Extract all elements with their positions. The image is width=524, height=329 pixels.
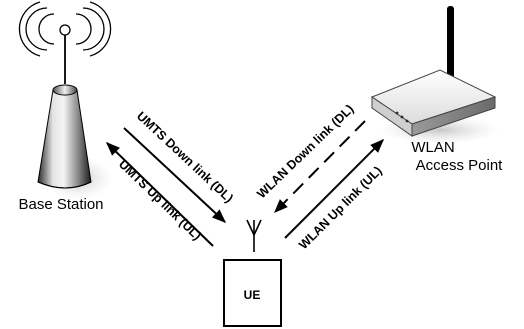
user-equipment: UE xyxy=(223,219,282,327)
wlan-uplink-arrow xyxy=(284,139,384,239)
radio-waves-icon xyxy=(18,1,112,57)
wlan-access-point: WLAN Access Point xyxy=(370,6,504,174)
wlan-downlink-label: WLAN Down link (DL) xyxy=(254,102,356,201)
ue-box xyxy=(223,259,282,327)
access-point-label: Access Point xyxy=(416,157,504,174)
base-station-label: Base Station xyxy=(18,196,103,213)
wlan-label: WLAN xyxy=(411,139,454,156)
umts-downlink: UMTS Down link (DL) xyxy=(123,109,236,223)
cell-tower-icon xyxy=(18,1,112,200)
wifi-router-icon xyxy=(370,6,500,144)
umts-uplink-arrow xyxy=(105,142,214,247)
ue-label: UE xyxy=(244,288,261,302)
antenna-icon xyxy=(246,219,262,252)
base-station: Base Station xyxy=(18,1,112,213)
umts-downlink-arrow xyxy=(123,127,227,223)
